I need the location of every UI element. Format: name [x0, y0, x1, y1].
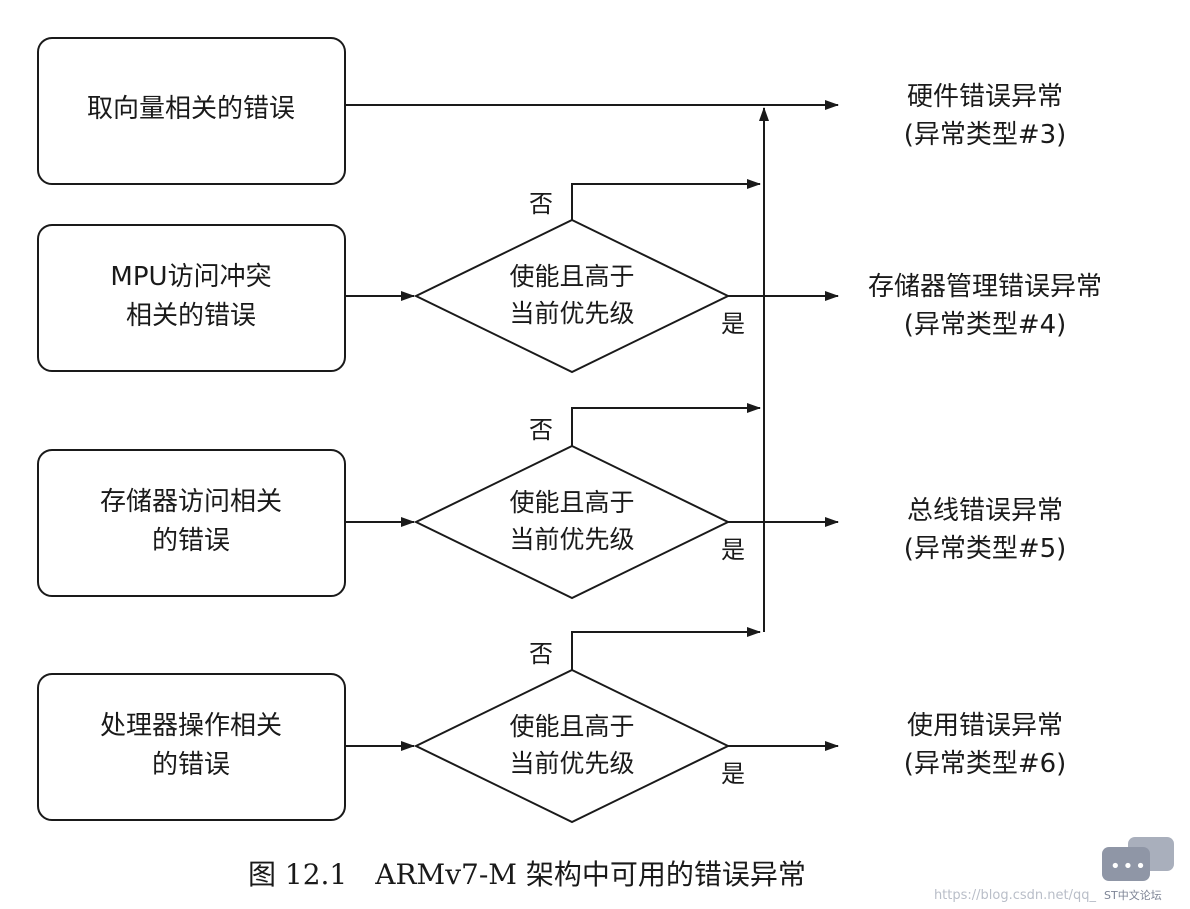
decision-diamond-mpu: 使能且高于 当前优先级 [413, 218, 731, 374]
result-usagefault: 使用错误异常 (异常类型#6) [904, 711, 1067, 779]
arrow-no-branch [571, 403, 761, 446]
watermark: https://blog.csdn.net/qq_ ••• ST中文论坛 [934, 837, 1174, 903]
no-label: 否 [529, 190, 553, 218]
result-type: (异常类型#4) [904, 310, 1067, 340]
result-hardfault: 硬件错误异常 (异常类型#3) [904, 82, 1067, 150]
decision-label: 当前优先级 [509, 749, 634, 778]
result-title: 使用错误异常 [907, 711, 1063, 741]
watermark-brand: ST中文论坛 [1104, 889, 1162, 902]
result-type: (异常类型#5) [904, 534, 1067, 564]
result-type: (异常类型#3) [904, 120, 1067, 150]
source-label: 取向量相关的错误 [87, 94, 295, 124]
source-label: 相关的错误 [126, 301, 256, 331]
chat-bubble-icon: ••• ST中文论坛 [1102, 837, 1174, 903]
source-label: 的错误 [152, 526, 230, 556]
decision-label: 当前优先级 [509, 525, 634, 554]
source-label: MPU访问冲突 [110, 262, 271, 292]
result-busfault: 总线错误异常 (异常类型#5) [904, 496, 1067, 564]
arrow-no-branch [571, 627, 761, 670]
result-type: (异常类型#6) [904, 749, 1067, 779]
yes-label: 是 [721, 760, 745, 788]
result-title: 总线错误异常 [907, 496, 1063, 526]
arrow-no-branch [571, 179, 761, 220]
source-box-mpu: MPU访问冲突 相关的错误 [37, 224, 346, 372]
source-box-vector-fetch: 取向量相关的错误 [37, 37, 346, 185]
decision-diamond-usage: 使能且高于 当前优先级 [413, 668, 731, 824]
figure-caption: 图 12.1 ARMv7-M 架构中可用的错误异常 [248, 858, 806, 891]
no-label: 否 [529, 640, 553, 668]
decision-label: 使能且高于 [509, 262, 634, 291]
source-label: 存储器访问相关 [100, 487, 282, 517]
watermark-url: https://blog.csdn.net/qq_ [933, 888, 1096, 903]
decision-diamond-memory: 使能且高于 当前优先级 [413, 444, 731, 600]
source-label: 的错误 [152, 750, 230, 780]
yes-label: 是 [721, 536, 745, 564]
source-box-processor-op: 处理器操作相关 的错误 [37, 673, 346, 821]
result-title: 硬件错误异常 [907, 82, 1063, 112]
source-label: 处理器操作相关 [100, 711, 282, 741]
result-title: 存储器管理错误异常 [868, 272, 1102, 302]
source-box-memory-access: 存储器访问相关 的错误 [37, 449, 346, 597]
decision-label: 当前优先级 [509, 299, 634, 328]
yes-label: 是 [721, 310, 745, 338]
no-label: 否 [529, 416, 553, 444]
decision-label: 使能且高于 [509, 488, 634, 517]
decision-label: 使能且高于 [509, 712, 634, 741]
result-memmanage: 存储器管理错误异常 (异常类型#4) [868, 272, 1102, 340]
